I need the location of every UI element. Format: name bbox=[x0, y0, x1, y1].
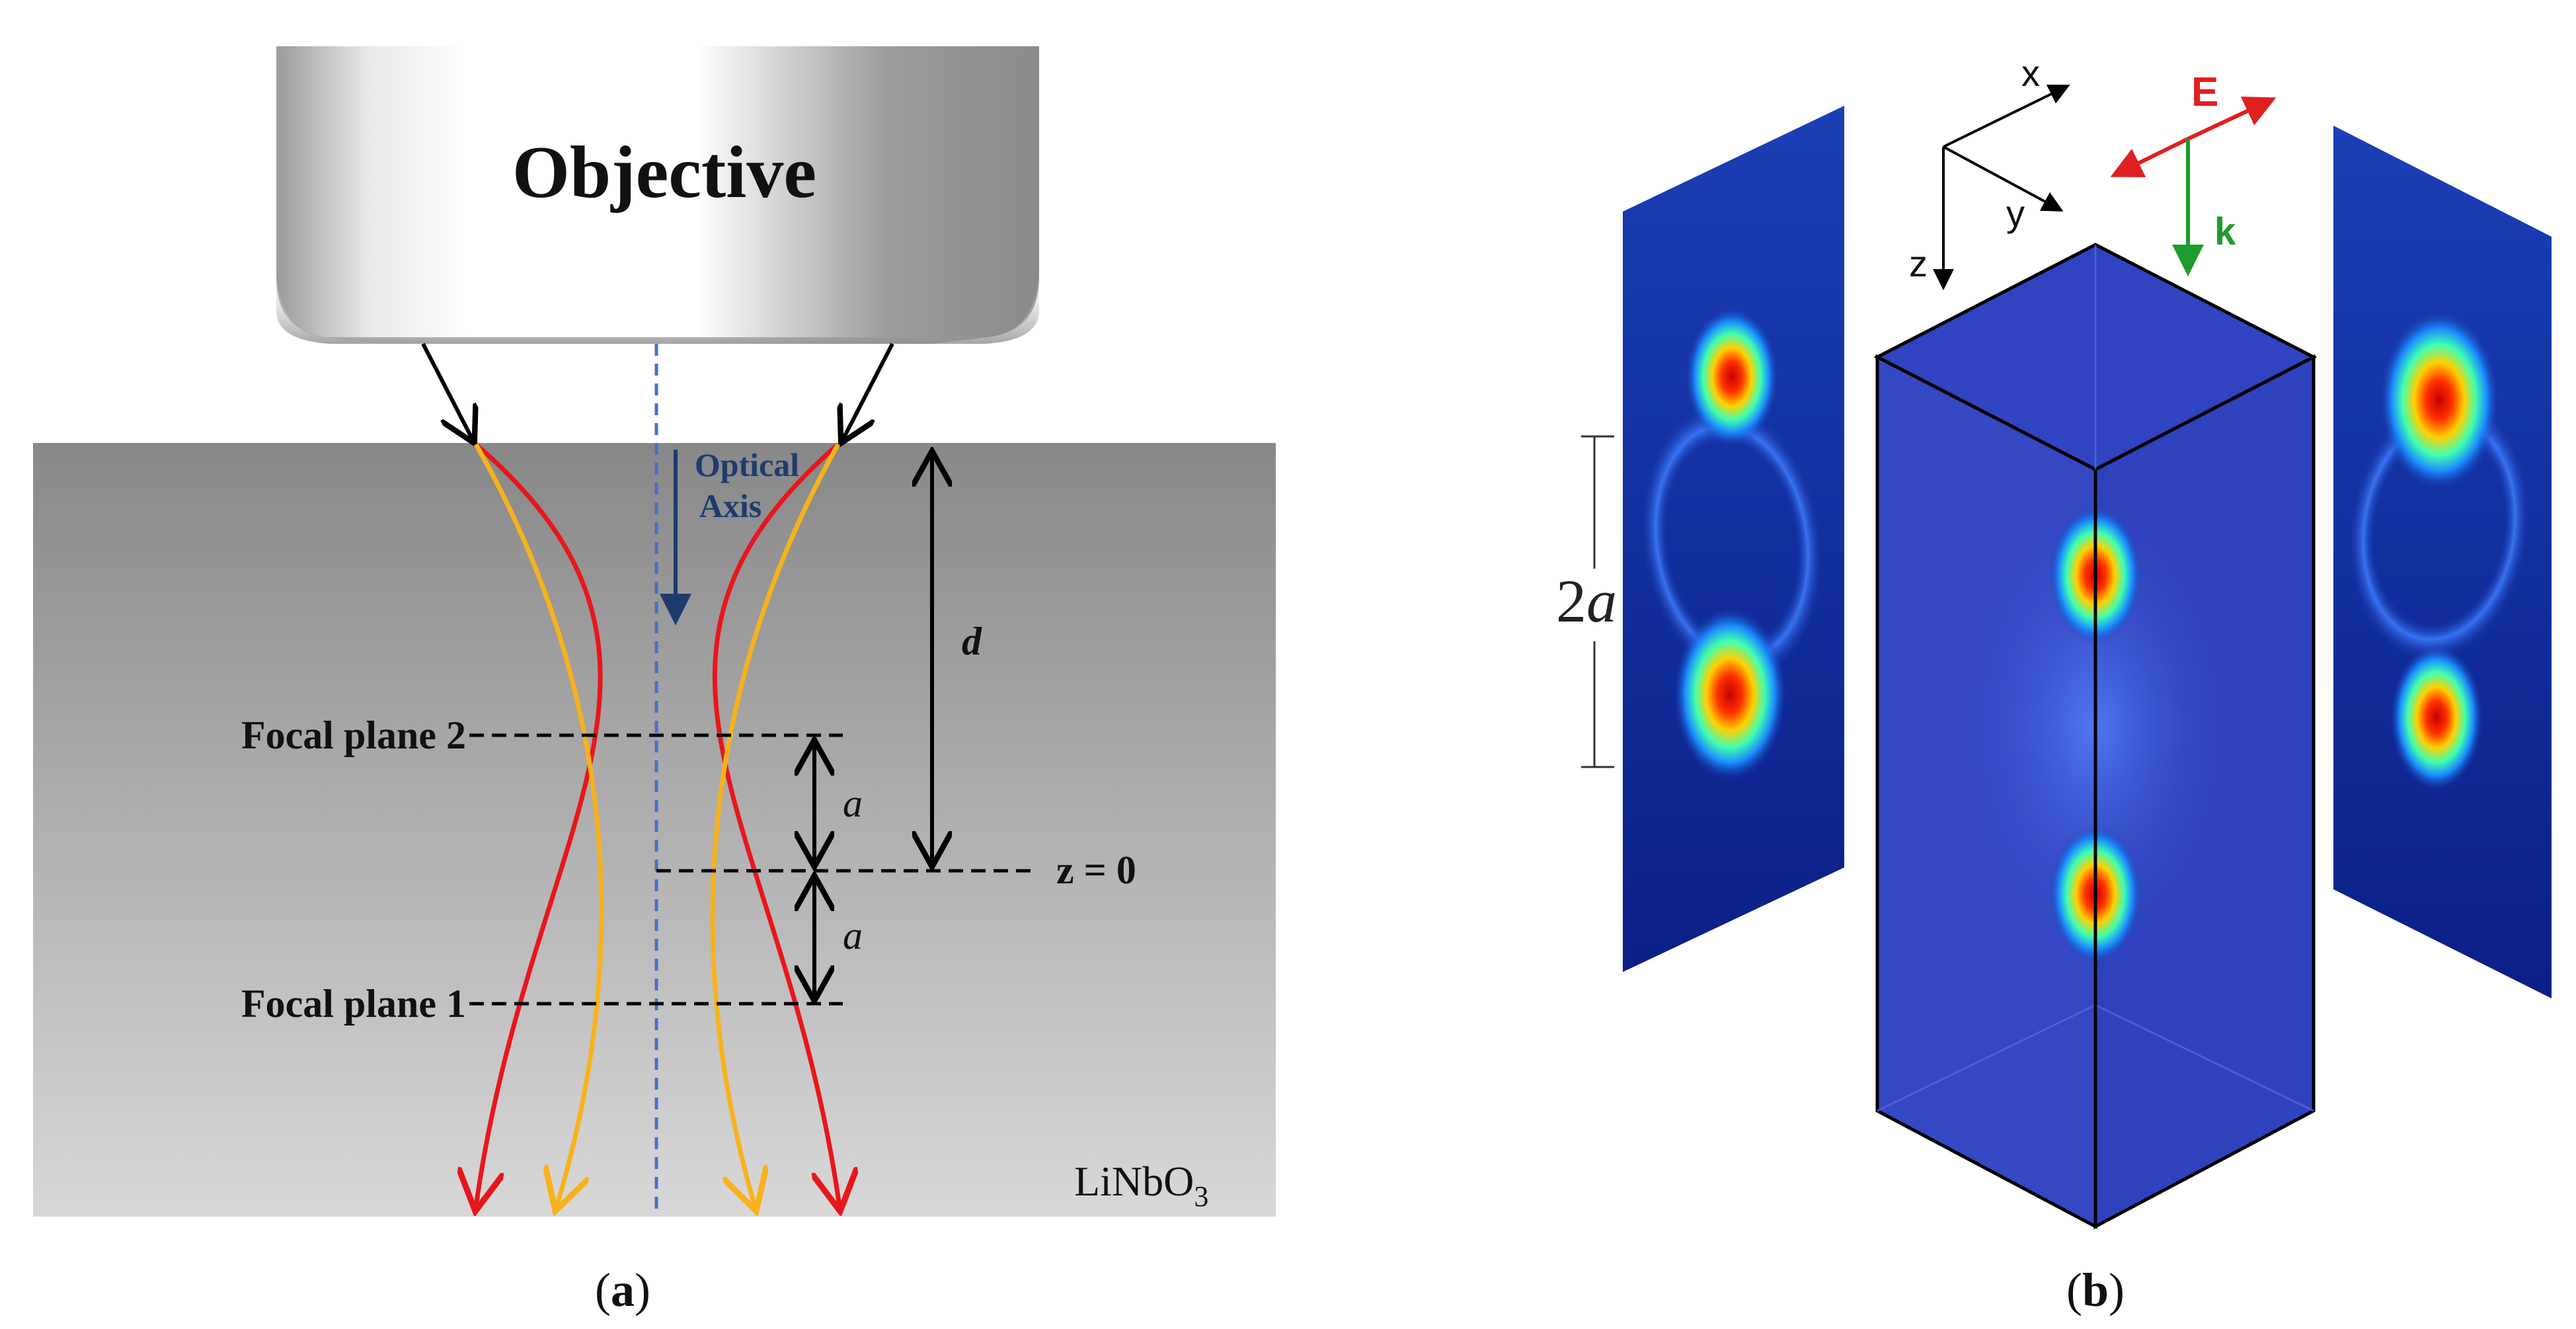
field-box-3d bbox=[1873, 243, 2318, 1230]
objective-lens: Objective bbox=[276, 46, 1039, 344]
objective-label: Objective bbox=[512, 132, 816, 214]
caption-b-open: ( bbox=[2066, 1264, 2082, 1316]
field-panel-left bbox=[1623, 106, 1844, 972]
crystal-label: LiNbO3 bbox=[1074, 1158, 1208, 1213]
axis-x-label: x bbox=[2021, 52, 2040, 94]
crystal-label-sub: 3 bbox=[1194, 1180, 1208, 1213]
beam-orange-left bbox=[473, 443, 604, 1207]
polarization-vectors: E k bbox=[2110, 69, 2277, 276]
crystal-label-main: LiNbO bbox=[1074, 1158, 1194, 1205]
hotspot-right-lower bbox=[2390, 645, 2483, 790]
optical-axis-label-line2: Axis bbox=[699, 487, 761, 524]
z-zero-label: z = 0 bbox=[1056, 848, 1136, 892]
caption-a-close: ) bbox=[635, 1264, 650, 1316]
field-E-arrow-b bbox=[2110, 137, 2189, 178]
axis-y-label: y bbox=[2006, 192, 2025, 234]
linbo3-sample bbox=[33, 443, 1276, 1217]
field-panel-right bbox=[2333, 126, 2552, 998]
axis-z-label: z bbox=[1909, 243, 1928, 284]
hotspot-right-upper bbox=[2380, 311, 2499, 489]
focal-plane-2-label: Focal plane 2 bbox=[241, 713, 466, 757]
field-E-label: E bbox=[2191, 69, 2218, 115]
dimension-2a-num: 2 bbox=[1556, 567, 1586, 635]
a-upper-label: a bbox=[843, 782, 863, 825]
caption-b: (b) bbox=[2066, 1264, 2125, 1316]
focal-plane-1-label: Focal plane 1 bbox=[241, 982, 466, 1026]
caption-a-open: ( bbox=[595, 1264, 611, 1316]
optical-axis-label-line1: Optical bbox=[695, 446, 799, 483]
hotspot-left-upper bbox=[1686, 307, 1778, 446]
depth-label: d bbox=[962, 620, 982, 663]
incident-arrow-right bbox=[843, 342, 894, 440]
field-E-arrow-a bbox=[2187, 97, 2277, 141]
caption-b-close: ) bbox=[2109, 1264, 2125, 1316]
coordinate-axes: x y z bbox=[1909, 52, 2070, 290]
caption-a-letter: a bbox=[611, 1264, 635, 1316]
panel-b: 2a x y z E bbox=[1556, 52, 2552, 1316]
incident-arrow-left bbox=[421, 342, 473, 440]
caption-a: (a) bbox=[595, 1264, 650, 1316]
beam-orange-right bbox=[710, 443, 841, 1207]
dimension-2a-label: 2a bbox=[1556, 567, 1617, 635]
panel-a: Objective Optical Axis Focal plane 2 Foc… bbox=[33, 46, 1276, 1316]
a-lower-label: a bbox=[843, 914, 863, 957]
dimension-2a-var: a bbox=[1586, 567, 1617, 635]
axis-y-line bbox=[1943, 145, 2064, 212]
caption-b-letter: b bbox=[2082, 1264, 2109, 1316]
wavevector-k-label: k bbox=[2214, 210, 2236, 253]
dimension-2a: 2a bbox=[1556, 435, 1617, 768]
axis-x-line bbox=[1943, 84, 2070, 148]
hotspot-left-lower bbox=[1674, 608, 1786, 780]
